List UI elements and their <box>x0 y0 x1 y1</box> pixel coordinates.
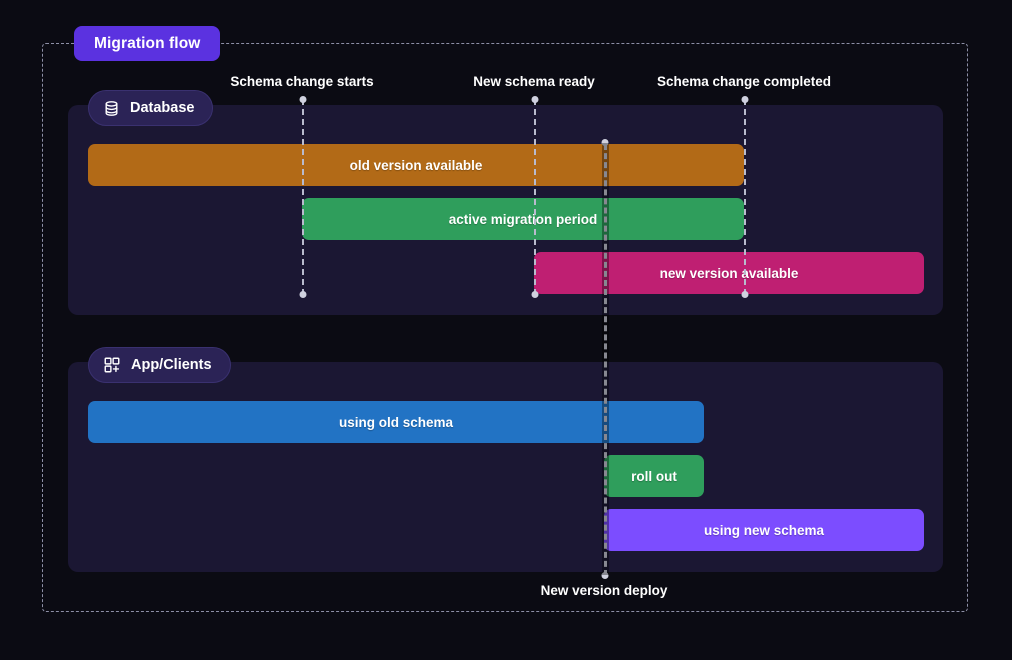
diagram-title-label: Migration flow <box>94 34 201 52</box>
section-badge-database: Database <box>88 90 214 126</box>
milestone-dot-schema-change-starts-top <box>299 96 307 103</box>
milestone-line-schema-change-completed <box>744 99 746 295</box>
section-badge-app-clients: App/Clients <box>88 347 231 383</box>
milestone-dot-new-schema-ready-bottom <box>531 291 539 298</box>
bar-using-new-schema: using new schema <box>604 509 924 551</box>
bar-roll-out: roll out <box>604 455 704 497</box>
milestone-dot-schema-change-completed-top <box>741 96 749 103</box>
milestone-dot-schema-change-starts-bottom <box>299 291 307 298</box>
apps-add-icon <box>103 356 121 374</box>
section-badge-label: App/Clients <box>131 357 212 373</box>
section-badge-label: Database <box>130 100 195 116</box>
database-icon <box>103 100 120 117</box>
bar-label: old version available <box>349 157 483 173</box>
bar-label: new version available <box>659 265 799 281</box>
diagram-title-pill: Migration flow <box>74 26 221 61</box>
milestone-dot-new-schema-ready-top <box>531 96 539 103</box>
bar-label: using new schema <box>703 522 825 538</box>
milestone-dot-schema-change-completed-bottom <box>741 291 749 298</box>
new-version-deploy-line <box>602 143 609 576</box>
bar-old-version-available: old version available <box>88 144 744 186</box>
new-version-deploy-label: New version deploy <box>540 583 668 598</box>
bar-label: roll out <box>631 468 677 484</box>
milestone-line-schema-change-starts <box>302 99 304 295</box>
bar-using-old-schema: using old schema <box>88 401 704 443</box>
milestone-label-new-schema-ready: New schema ready <box>473 74 595 89</box>
bar-label: active migration period <box>448 211 598 227</box>
diagram-outer-frame <box>42 43 968 612</box>
milestone-label-schema-change-starts: Schema change starts <box>230 74 374 89</box>
milestone-label-schema-change-completed: Schema change completed <box>656 74 832 89</box>
bar-new-version-available: new version available <box>534 252 924 294</box>
milestone-line-new-schema-ready <box>534 99 536 295</box>
new-version-deploy-dot-top <box>601 139 609 146</box>
bar-label: using old schema <box>338 414 454 430</box>
bar-active-migration-period: active migration period <box>302 198 744 240</box>
